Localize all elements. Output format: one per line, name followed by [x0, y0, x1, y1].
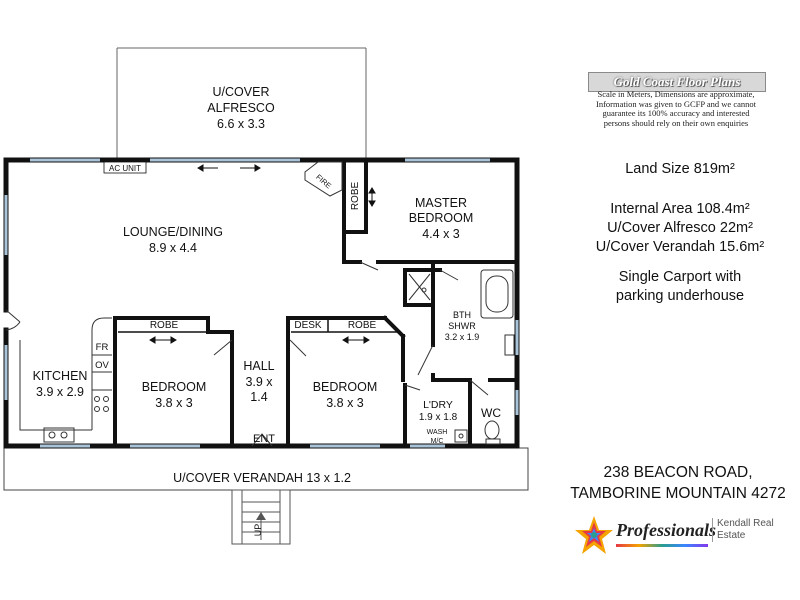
bath-label: BTH — [453, 310, 471, 320]
door-swings — [5, 261, 489, 447]
alfresco-area: U/Cover Alfresco 22m² — [607, 220, 753, 236]
agency-name: Professionals — [616, 520, 717, 540]
kitchen-bench — [19, 317, 112, 443]
fireplace — [304, 161, 343, 197]
verandah-area: U/Cover Verandah 15.6m² — [595, 239, 765, 255]
laundry-label: L'DRY — [423, 399, 453, 411]
bedroom1-dims: 3.8 x 3 — [155, 396, 193, 410]
disclaimer-line: persons should rely on their own enquiri… — [603, 117, 749, 128]
hall-label: HALL — [243, 359, 274, 373]
agency-logo: Professionals Kendall Real Estate — [574, 512, 784, 562]
bedroom1-label: BEDROOM — [142, 380, 207, 394]
master-label-2: BEDROOM — [409, 211, 474, 225]
hall-dims-2: 1.4 — [250, 390, 267, 404]
disclaimer-line: guarantee its 100% accuracy and interest… — [602, 108, 750, 118]
robe-lines — [118, 318, 400, 333]
carport-note: Single Carport with parking underhouse — [560, 268, 800, 306]
alfresco-dims: 6.6 x 3.3 — [217, 117, 265, 131]
bath-label-2: SHWR — [448, 321, 476, 331]
lounge-label: LOUNGE/DINING — [123, 225, 223, 239]
disclaimer-line: Information was given to GCFP and we can… — [596, 98, 756, 109]
internal-area: Internal Area 108.4m² — [610, 201, 750, 217]
master-label: MASTER — [415, 196, 467, 210]
bedroom1-robe-label: ROBE — [150, 320, 179, 331]
kitchen-dims: 3.9 x 2.9 — [36, 385, 84, 399]
bath-fixtures — [408, 269, 515, 445]
bedroom2-robe-label: ROBE — [348, 320, 377, 331]
sliding-door-arrows — [197, 164, 261, 172]
carport-line-1: Single Carport with — [618, 269, 742, 285]
desk-label: DESK — [294, 320, 322, 331]
wash-label: WASH — [427, 429, 448, 436]
logo-color-bar — [616, 544, 708, 547]
alfresco-outline — [116, 47, 367, 158]
bedroom2-dims: 3.8 x 3 — [326, 396, 364, 410]
robe-arrows — [149, 187, 376, 344]
stairs-up-label: UP — [253, 524, 263, 537]
star-logo-icon — [575, 516, 613, 554]
land-size: Land Size 819m² — [560, 160, 800, 179]
bath-dims: 3.2 x 1.9 — [445, 332, 480, 342]
land-size-text: Land Size 819m² — [625, 161, 735, 177]
disclaimer: Scale in Meters, Dimensions are approxim… — [588, 89, 764, 128]
address-line-1: 238 BEACON ROAD, — [603, 464, 753, 481]
lounge-dims: 8.9 x 4.4 — [149, 241, 197, 255]
agency-sub: Kendall Real Estate — [712, 518, 787, 542]
interior-walls — [113, 158, 519, 448]
alfresco-label: U/COVER — [213, 85, 270, 99]
bedroom2-label: BEDROOM — [313, 380, 378, 394]
brand-banner: Gold Coast Floor Plans — [588, 72, 766, 92]
kitchen-label: KITCHEN — [33, 369, 88, 383]
hall-dims: 3.9 x — [245, 375, 273, 389]
property-address: 238 BEACON ROAD, TAMBORINE MOUNTAIN 4272 — [556, 462, 800, 504]
master-dims: 4.4 x 3 — [422, 227, 460, 241]
entry-label: ENT — [253, 433, 275, 445]
carport-line-2: parking underhouse — [615, 288, 745, 304]
disclaimer-line: Scale in Meters, Dimensions are approxim… — [597, 89, 755, 99]
stairs — [231, 489, 291, 545]
alfresco-label-2: ALFRESCO — [207, 101, 275, 115]
floor-plan: 0 1 2 3 4 U/COVER ALFRESCO 6.6 x 3.3 LOU… — [3, 47, 529, 545]
wc-label: WC — [481, 406, 501, 420]
master-robe-label: ROBE — [350, 182, 361, 211]
ac-unit-label: AC UNIT — [109, 164, 141, 173]
windows — [4, 158, 519, 448]
room-labels: U/COVER ALFRESCO 6.6 x 3.3 LOUNGE/DINING… — [33, 85, 502, 485]
address-line-2: TAMBORINE MOUNTAIN 4272 — [570, 485, 786, 502]
wash-label-2: M/C — [431, 438, 444, 445]
fridge-label: FR — [96, 342, 109, 353]
verandah-label: U/COVER VERANDAH 13 x 1.2 — [173, 471, 351, 485]
area-summary: Internal Area 108.4m² U/Cover Alfresco 2… — [560, 200, 800, 257]
laundry-dims: 1.9 x 1.8 — [419, 412, 458, 423]
oven-label: OV — [95, 360, 109, 371]
